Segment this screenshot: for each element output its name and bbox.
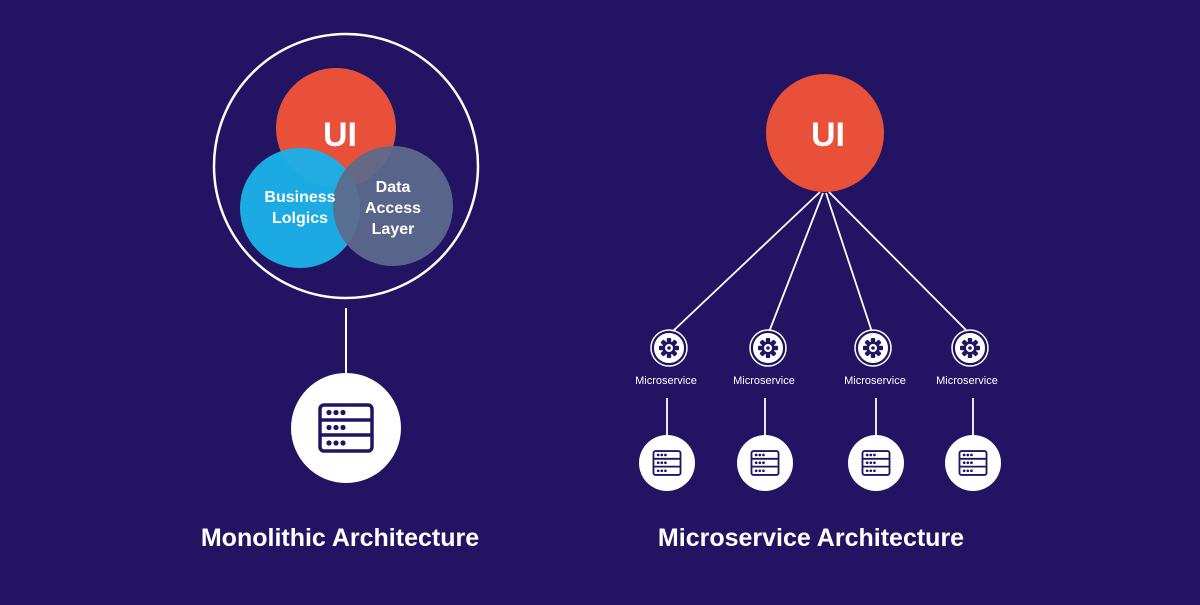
microservice-node: Microservice: [844, 329, 906, 491]
ui-to-service-1-line: [671, 191, 821, 333]
microservice-ui-label: UI: [811, 116, 845, 154]
monolithic-caption: Monolithic Architecture: [201, 524, 479, 552]
data-access-label-line3: Layer: [372, 221, 415, 238]
monolith-outer-ring: [212, 32, 480, 300]
microservice-section: UI Microservice Microservice Micro: [635, 74, 1001, 552]
monolith-business-circle: [240, 148, 360, 268]
monolithic-section: UI Business Lolgics Data Access Layer Mo…: [201, 32, 480, 552]
monolith-data-circle: [333, 146, 453, 266]
microservice-caption: Microservice Architecture: [658, 524, 964, 552]
microservice-ui-circle: [766, 74, 884, 192]
gear-icon: [863, 338, 883, 358]
data-access-label-line2: Access: [365, 200, 421, 217]
business-logic-label-line2: Lolgics: [272, 210, 328, 227]
ui-to-service-2-line: [768, 192, 824, 333]
ui-to-service-4-line: [828, 191, 969, 333]
gear-icon: [758, 338, 778, 358]
microservice-node: Microservice: [936, 329, 1001, 491]
microservice-node: Microservice: [733, 329, 795, 491]
microservice-node: Microservice: [635, 329, 697, 491]
business-logic-label-line1: Business: [264, 189, 335, 206]
monolith-ui-label: UI: [323, 116, 357, 154]
ui-to-service-3-line: [825, 192, 873, 333]
gear-icon: [659, 338, 679, 358]
microservice-label: Microservice: [936, 375, 998, 387]
data-access-label-line1: Data: [376, 179, 411, 196]
gear-icon: [960, 338, 980, 358]
microservice-label: Microservice: [733, 375, 795, 387]
monolith-server-node: [291, 373, 401, 483]
microservice-label: Microservice: [844, 375, 906, 387]
microservice-label: Microservice: [635, 375, 697, 387]
